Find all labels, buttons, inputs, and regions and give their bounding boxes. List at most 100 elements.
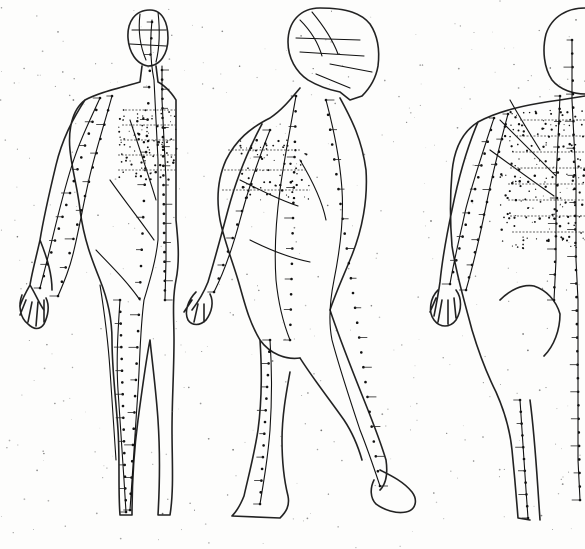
acupoint-dot bbox=[149, 149, 150, 150]
acupoint-dot bbox=[121, 161, 123, 163]
scan-speck bbox=[263, 543, 264, 544]
scan-speck bbox=[336, 330, 338, 332]
scan-speck bbox=[423, 211, 424, 212]
scan-speck bbox=[55, 86, 56, 87]
scan-speck bbox=[1, 7, 3, 9]
scan-speck bbox=[508, 268, 509, 269]
scan-speck bbox=[340, 209, 342, 211]
scan-speck bbox=[473, 460, 475, 462]
acupoint-dot bbox=[559, 225, 562, 228]
acupoint-dot bbox=[246, 147, 247, 148]
acupoint-dot bbox=[241, 153, 243, 155]
scan-speck bbox=[320, 380, 321, 381]
scan-speck bbox=[63, 400, 65, 402]
acupoint-dot bbox=[509, 212, 511, 214]
acupoint-dot bbox=[151, 172, 152, 173]
acupoint-dot bbox=[575, 296, 578, 299]
acupoint-dot bbox=[558, 108, 561, 111]
acupuncture-points bbox=[34, 21, 585, 520]
scan-speck bbox=[495, 72, 496, 73]
scan-speck bbox=[553, 167, 555, 169]
scan-speck bbox=[446, 433, 447, 434]
scan-speck bbox=[300, 35, 302, 37]
scan-speck bbox=[168, 9, 169, 10]
scan-speck bbox=[123, 268, 124, 269]
scan-speck bbox=[379, 317, 381, 319]
acupoint-dot bbox=[236, 223, 239, 226]
acupoint-dot bbox=[549, 228, 550, 229]
acupoint-dot bbox=[174, 116, 176, 118]
left-figure-spine-line bbox=[162, 66, 166, 300]
scan-speck bbox=[436, 502, 437, 503]
acupoint-dot bbox=[524, 481, 527, 484]
acupoint-dot bbox=[581, 124, 583, 126]
acupoint-dot bbox=[550, 113, 552, 115]
scan-speck bbox=[19, 83, 20, 84]
acupoint-dot bbox=[570, 246, 571, 247]
scan-speck bbox=[1, 71, 2, 72]
scan-speck bbox=[518, 87, 520, 89]
scan-speck bbox=[508, 301, 509, 302]
acupoint-dot bbox=[540, 201, 542, 203]
acupoint-dot bbox=[555, 125, 557, 127]
scan-speck bbox=[297, 483, 298, 484]
acupoint-dot bbox=[267, 169, 269, 171]
acupoint-dot bbox=[543, 120, 544, 121]
scan-speck bbox=[265, 49, 266, 50]
acupoint-dot bbox=[331, 143, 334, 146]
acupoint-dot bbox=[560, 236, 562, 238]
acupoint-dot bbox=[261, 468, 264, 471]
scan-speck bbox=[456, 189, 457, 190]
scan-speck bbox=[296, 163, 297, 164]
scan-speck bbox=[296, 241, 297, 242]
scan-speck bbox=[422, 64, 423, 65]
scan-speck bbox=[71, 419, 72, 420]
acupoint-dot bbox=[161, 117, 164, 120]
scan-speck bbox=[513, 48, 514, 49]
acupoint-dot bbox=[286, 195, 287, 196]
acupoint-dot bbox=[131, 460, 134, 463]
scan-speck bbox=[400, 546, 401, 547]
acupoint-dot bbox=[141, 129, 142, 130]
scan-speck bbox=[350, 330, 351, 331]
scan-speck bbox=[115, 178, 117, 180]
acupoint-dot bbox=[571, 79, 574, 82]
acupoint-dot bbox=[575, 247, 577, 249]
acupoint-dot bbox=[162, 193, 165, 196]
acupoint-dot bbox=[217, 277, 220, 280]
scan-speck bbox=[212, 88, 214, 90]
scan-speck bbox=[23, 68, 24, 69]
scan-speck bbox=[371, 305, 373, 307]
acupoint-dot bbox=[294, 141, 297, 144]
scan-speck bbox=[153, 52, 154, 53]
scan-speck bbox=[305, 423, 306, 424]
left-figure-head bbox=[128, 10, 168, 66]
acupoint-dot bbox=[498, 150, 501, 153]
scan-speck bbox=[146, 85, 147, 86]
scan-speck bbox=[504, 516, 505, 517]
scan-speck bbox=[543, 195, 544, 196]
acupoint-dot bbox=[162, 155, 165, 158]
scan-speck bbox=[420, 105, 421, 106]
scan-speck bbox=[519, 440, 520, 441]
scan-speck bbox=[539, 96, 540, 97]
acupoint-dot bbox=[132, 127, 133, 128]
acupoint-dot bbox=[175, 129, 177, 131]
scan-speck bbox=[181, 529, 182, 530]
acupoint-dot bbox=[515, 215, 516, 216]
acupoint-dot bbox=[151, 118, 153, 120]
scan-speck bbox=[352, 226, 353, 227]
scan-speck bbox=[426, 148, 427, 149]
acupoint-dot bbox=[275, 185, 277, 187]
acupoint-dot bbox=[504, 125, 507, 128]
scan-speck bbox=[164, 354, 165, 355]
acupoint-dot bbox=[249, 194, 251, 196]
scan-speck bbox=[376, 258, 377, 259]
acupoint-dot bbox=[546, 240, 548, 242]
scan-speck bbox=[464, 439, 465, 440]
scan-speck bbox=[6, 447, 7, 448]
scan-speck bbox=[450, 364, 451, 365]
left-figure-torso bbox=[70, 66, 179, 515]
acupoint-dot bbox=[576, 350, 579, 353]
scan-speck bbox=[316, 177, 317, 178]
